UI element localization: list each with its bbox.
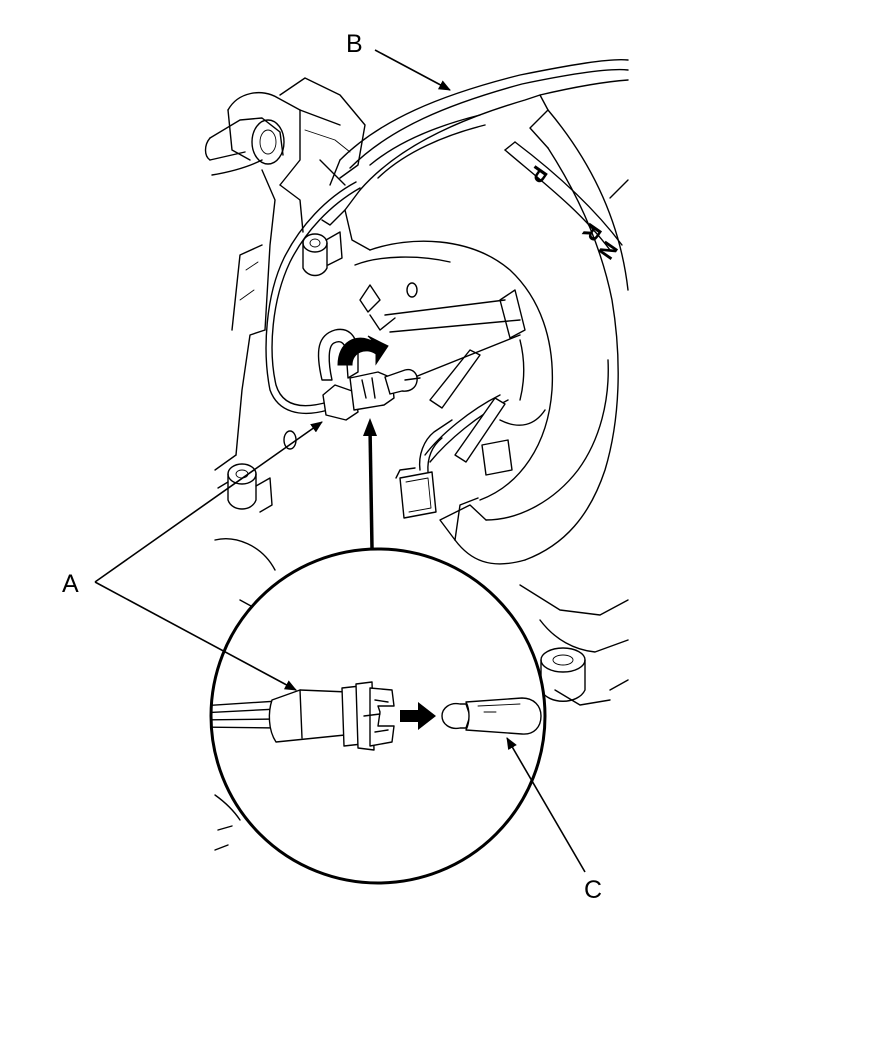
label-c: C <box>584 876 602 904</box>
detail-inset <box>209 547 547 885</box>
bulb-socket <box>265 181 421 421</box>
label-b: B <box>346 30 363 58</box>
indicator-p: P <box>524 161 553 187</box>
lower-cover <box>321 58 629 565</box>
bulb-c <box>441 697 542 735</box>
leader-lines <box>94 49 586 873</box>
pull-direction-arrow-icon <box>400 702 436 730</box>
steering-column-housing <box>204 77 629 851</box>
label-a: A <box>62 570 79 598</box>
inner-mechanism <box>354 256 546 519</box>
